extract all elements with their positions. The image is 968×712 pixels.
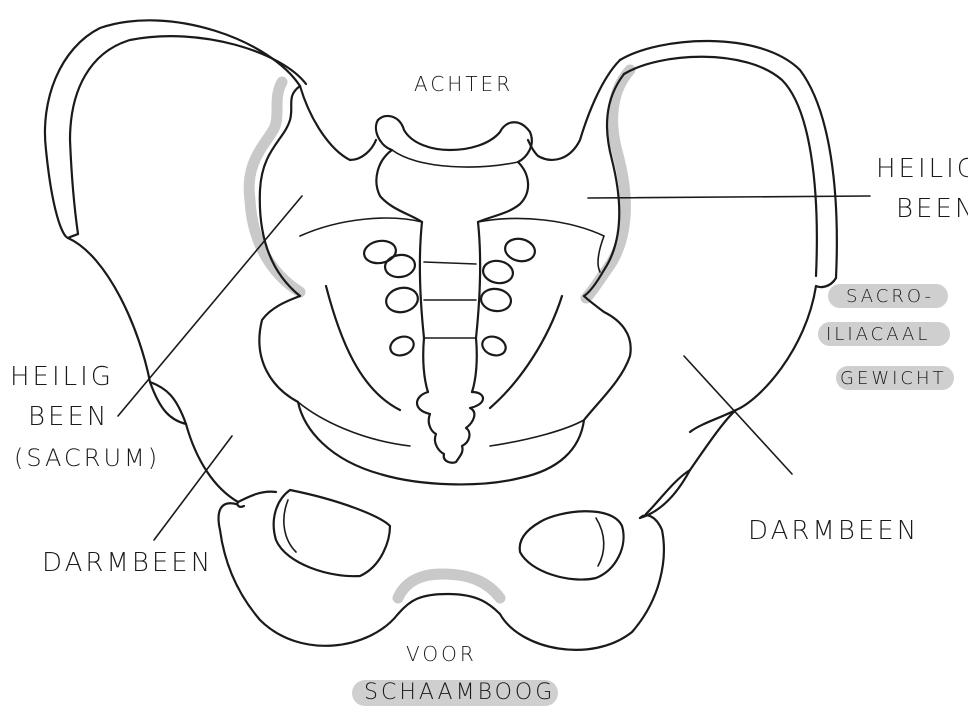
leader-lines: [118, 196, 870, 540]
label-ilium-right: DARMBEEN: [748, 518, 919, 544]
label-sacrum-right-line1: HEILIG: [876, 156, 968, 182]
label-ilium-left: DARMBEEN: [42, 550, 213, 576]
sacrum: [300, 116, 604, 463]
label-joint-line3: GEWICHT: [840, 370, 947, 388]
label-front: VOOR: [406, 644, 477, 664]
label-joint-line2: ILIACAAL: [826, 326, 930, 344]
left-sacroiliac-highlight: [249, 82, 300, 292]
label-sacrum-left-line2: BEEN: [28, 404, 109, 430]
label-sacrum-left-line3: (SACRUM): [14, 446, 160, 470]
label-pubic-arch: SCHAAMBOOG: [364, 682, 555, 704]
label-sacrum-left-line1: HEILIG: [10, 364, 114, 390]
label-sacrum-right-line2: BEEN: [896, 196, 968, 222]
label-joint-line1: SACRO-: [846, 288, 934, 306]
pubic-region: [219, 470, 690, 650]
pelvic-inlet: [259, 296, 630, 484]
label-back: ACHTER: [414, 74, 513, 94]
